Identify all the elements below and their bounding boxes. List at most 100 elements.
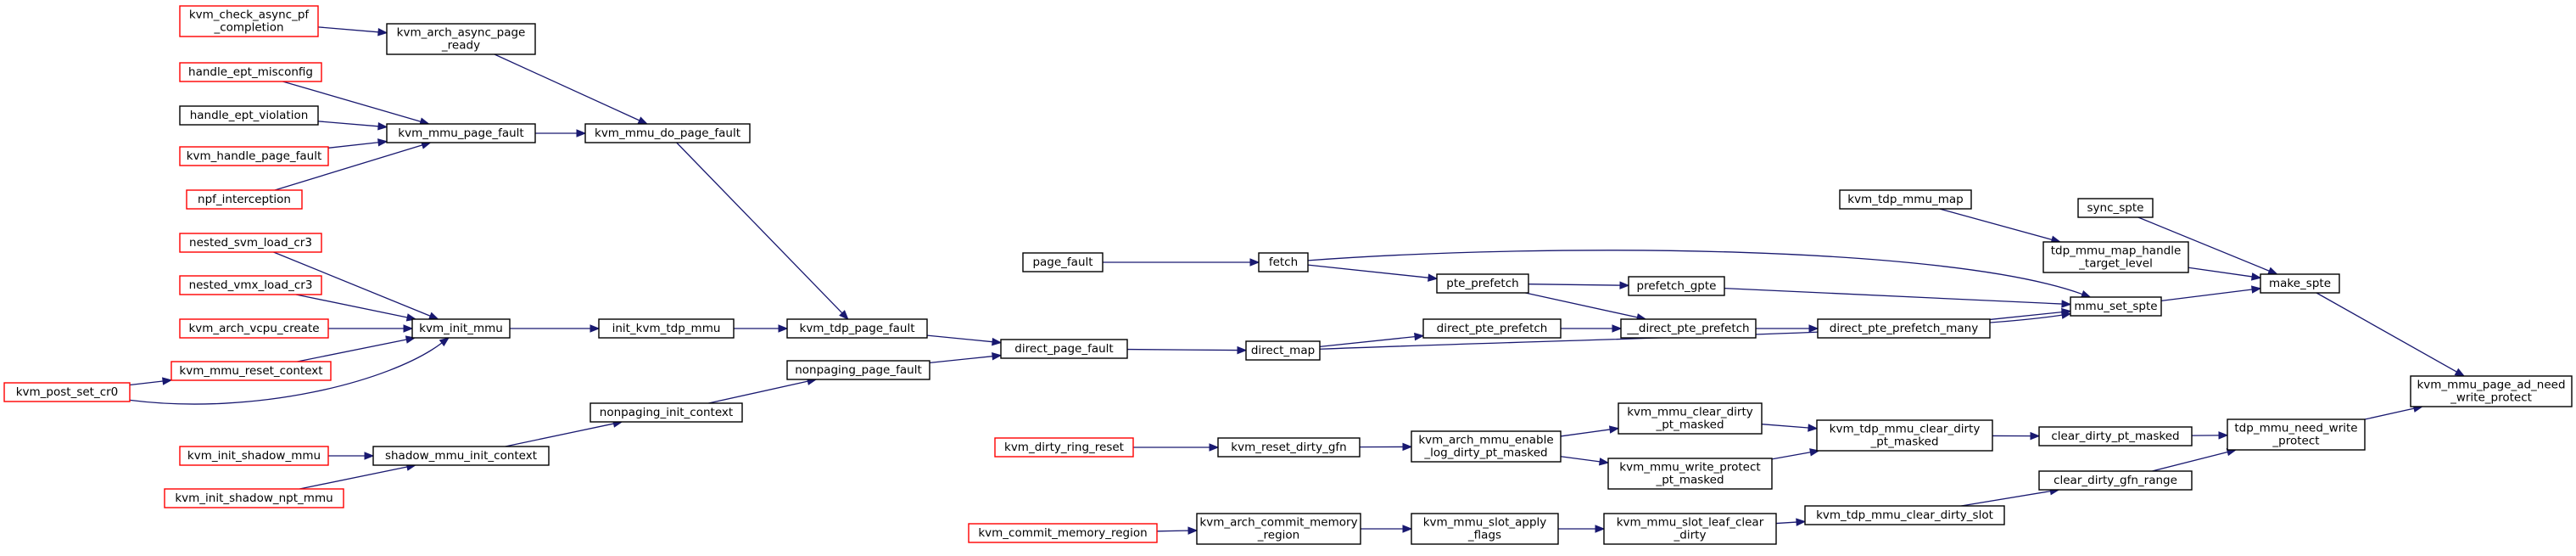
- node-kvm-init-shadow-npt-mmu[interactable]: kvm_init_shadow_npt_mmu: [164, 488, 344, 508]
- edge-tdp-mmu-map-handle-target-level-to-make-spte: [2188, 267, 2262, 281]
- node-kvm-handle-page-fault[interactable]: kvm_handle_page_fault: [179, 146, 329, 166]
- node-box: [786, 318, 928, 339]
- node---direct-pte-prefetch[interactable]: __direct_pte_prefetch: [1620, 318, 1757, 339]
- node-shadow-mmu-init-context[interactable]: shadow_mmu_init_context: [372, 446, 550, 466]
- edge-kvm-mmu-slot-apply-flags-to-kvm-mmu-slot-leaf-clear-dirty: [1558, 525, 1606, 533]
- node-npf-interception[interactable]: npf_interception: [186, 189, 303, 210]
- node-label: direct_page_fault: [1014, 342, 1113, 356]
- edge-nested-vmx-load-cr3-to-kvm-init-mmu: [295, 294, 417, 322]
- node-box: [386, 23, 536, 55]
- edge-kvm-arch-async-page-ready-to-kvm-mmu-do-page-fault: [494, 53, 649, 125]
- node-kvm-post-set-cr0[interactable]: kvm_post_set_cr0: [3, 382, 131, 402]
- node-kvm-arch-mmu-enable-log-dirty-pt-masked[interactable]: kvm_arch_mmu_enable_log_dirty_pt_masked: [1411, 430, 1562, 463]
- node-page-fault[interactable]: page_fault: [1022, 252, 1104, 272]
- edge-direct-pte-prefetch-many-to-mmu-set-spte: [1989, 307, 2072, 321]
- edge-arrowhead: [162, 377, 173, 385]
- node-kvm-tdp-mmu-map[interactable]: kvm_tdp_mmu_map: [1839, 189, 1972, 210]
- node-kvm-arch-async-page-ready[interactable]: kvm_arch_async_page_ready: [386, 23, 536, 55]
- edge-line: [1126, 348, 1238, 351]
- edge-arrowhead: [377, 28, 388, 37]
- node-init-kvm-tdp-mmu[interactable]: init_kvm_tdp_mmu: [598, 318, 735, 339]
- node-nested-svm-load-cr3[interactable]: nested_svm_load_cr3: [179, 233, 322, 253]
- edge-line: [2137, 216, 2270, 272]
- edge-kvm-commit-memory-region-to-kvm-arch-commit-memory-region: [1156, 526, 1199, 535]
- edge-arrowhead: [1237, 345, 1248, 355]
- edge-arrowhead: [1249, 258, 1260, 267]
- edge-arrowhead: [1428, 273, 1439, 282]
- node-label: direct_pte_prefetch_many: [1830, 322, 1978, 335]
- edge-pte-prefetch-to-prefetch-gpte: [1528, 281, 1630, 289]
- edge-arrowhead: [637, 116, 649, 125]
- node-box: [2038, 470, 2193, 491]
- node-kvm-dirty-ring-reset[interactable]: kvm_dirty_ring_reset: [994, 437, 1134, 458]
- edge-arrowhead: [2250, 285, 2262, 294]
- node-pte-prefetch[interactable]: pte_prefetch: [1436, 273, 1529, 294]
- node-label: nested_svm_load_cr3: [189, 236, 312, 250]
- node-tdp-mmu-need-write-protect[interactable]: tdp_mmu_need_write_protect: [2227, 418, 2366, 451]
- edge-arrowhead: [1619, 281, 1630, 289]
- node-kvm-check-async-pf-completion[interactable]: kvm_check_async_pf_completion: [179, 5, 319, 37]
- node-label: _protect: [2271, 435, 2319, 448]
- node-clear-dirty-gfn-range[interactable]: clear_dirty_gfn_range: [2038, 470, 2193, 491]
- edge-line: [2316, 292, 2457, 373]
- node-direct-map[interactable]: direct_map: [1245, 340, 1321, 361]
- node-kvm-mmu-slot-leaf-clear-dirty[interactable]: kvm_mmu_slot_leaf_clear_dirty: [1603, 513, 1777, 545]
- node-kvm-mmu-write-protect-pt-masked[interactable]: kvm_mmu_write_protect_pt_masked: [1607, 458, 1773, 490]
- node-kvm-reset-dirty-gfn[interactable]: kvm_reset_dirty_gfn: [1217, 437, 1361, 458]
- node-direct-pte-prefetch[interactable]: direct_pte_prefetch: [1422, 318, 1562, 339]
- node-kvm-arch-vcpu-create[interactable]: kvm_arch_vcpu_create: [179, 318, 329, 339]
- node-kvm-tdp-mmu-clear-dirty-slot[interactable]: kvm_tdp_mmu_clear_dirty_slot: [1804, 505, 2005, 525]
- node-tdp-mmu-map-handle-target-level[interactable]: tdp_mmu_map_handle_target_level: [2042, 241, 2189, 273]
- node-root[interactable]: kvm_mmu_page_ad_need_write_protect: [2410, 375, 2573, 407]
- node-nonpaging-init-context[interactable]: nonpaging_init_context: [590, 402, 743, 423]
- edge-kvm-arch-mmu-enable-log-dirty-pt-masked-to-kvm-mmu-write-protect-pt-masked: [1560, 456, 1610, 466]
- node-box: [1000, 339, 1128, 359]
- edge-kvm-arch-vcpu-create-to-kvm-init-mmu: [328, 324, 414, 333]
- node-label: handle_ept_violation: [190, 109, 309, 122]
- node-sync-spte[interactable]: sync_spte: [2077, 198, 2154, 218]
- node-kvm-tdp-page-fault[interactable]: kvm_tdp_page_fault: [786, 318, 928, 339]
- node-kvm-arch-commit-memory-region[interactable]: kvm_arch_commit_memory_region: [1196, 513, 1361, 545]
- node-kvm-mmu-slot-apply-flags[interactable]: kvm_mmu_slot_apply_flags: [1411, 513, 1559, 545]
- node-clear-dirty-pt-masked[interactable]: clear_dirty_pt_masked: [2038, 426, 2193, 446]
- edge-line: [1761, 424, 1809, 429]
- node-label: kvm_dirty_ring_reset: [1004, 441, 1124, 454]
- edge-kvm-handle-page-fault-to-kvm-mmu-page-fault: [327, 138, 388, 149]
- node-kvm-mmu-reset-context[interactable]: kvm_mmu_reset_context: [170, 361, 332, 381]
- node-fetch[interactable]: fetch: [1258, 252, 1309, 272]
- node-nonpaging-page-fault[interactable]: nonpaging_page_fault: [786, 360, 930, 380]
- node-direct-page-fault[interactable]: direct_page_fault: [1000, 339, 1128, 359]
- node-box: [2260, 273, 2340, 294]
- edge-kvm-init-mmu-to-init-kvm-tdp-mmu: [510, 324, 601, 333]
- node-box: [1839, 189, 1972, 210]
- node-box: [2070, 296, 2162, 317]
- node-kvm-init-shadow-mmu[interactable]: kvm_init_shadow_mmu: [179, 446, 329, 466]
- node-kvm-mmu-do-page-fault[interactable]: kvm_mmu_do_page_fault: [584, 123, 751, 143]
- edge-kvm-mmu-page-fault-to-kvm-mmu-do-page-fault: [535, 129, 587, 138]
- node-kvm-commit-memory-region[interactable]: kvm_commit_memory_region: [968, 523, 1158, 543]
- node-prefetch-gpte[interactable]: prefetch_gpte: [1628, 276, 1725, 296]
- node-direct-pte-prefetch-many[interactable]: direct_pte_prefetch_many: [1817, 318, 1991, 339]
- node-kvm-mmu-clear-dirty-pt-masked[interactable]: kvm_mmu_clear_dirty_pt_masked: [1618, 402, 1763, 435]
- edge-direct-pte-prefetch-to---direct-pte-prefetch: [1561, 324, 1623, 333]
- node-nested-vmx-load-cr3[interactable]: nested_vmx_load_cr3: [179, 275, 322, 295]
- edge-init-kvm-tdp-mmu-to-kvm-tdp-page-fault: [734, 324, 789, 333]
- edge-arrowhead: [1595, 525, 1606, 533]
- node-label: nested_vmx_load_cr3: [189, 278, 313, 292]
- node-handle-ept-misconfig[interactable]: handle_ept_misconfig: [179, 62, 322, 82]
- node-label: direct_map: [1251, 344, 1315, 357]
- node-label: prefetch_gpte: [1637, 279, 1717, 293]
- node-kvm-init-mmu[interactable]: kvm_init_mmu: [411, 318, 511, 339]
- node-box: [1620, 318, 1757, 339]
- node-label: direct_pte_prefetch: [1437, 322, 1548, 335]
- node-mmu-set-spte[interactable]: mmu_set_spte: [2070, 296, 2162, 317]
- node-box: [179, 105, 319, 126]
- node-make-spte[interactable]: make_spte: [2260, 273, 2340, 294]
- node-kvm-tdp-mmu-clear-dirty-pt-masked[interactable]: kvm_tdp_mmu_clear_dirty_pt_masked: [1816, 419, 1993, 452]
- node-box: [1217, 437, 1361, 458]
- node-handle-ept-violation[interactable]: handle_ept_violation: [179, 105, 319, 126]
- node-kvm-mmu-page-fault[interactable]: kvm_mmu_page_fault: [386, 123, 536, 143]
- node-box: [2077, 198, 2154, 218]
- edge-line: [129, 380, 164, 386]
- node-label: kvm_arch_vcpu_create: [188, 322, 319, 335]
